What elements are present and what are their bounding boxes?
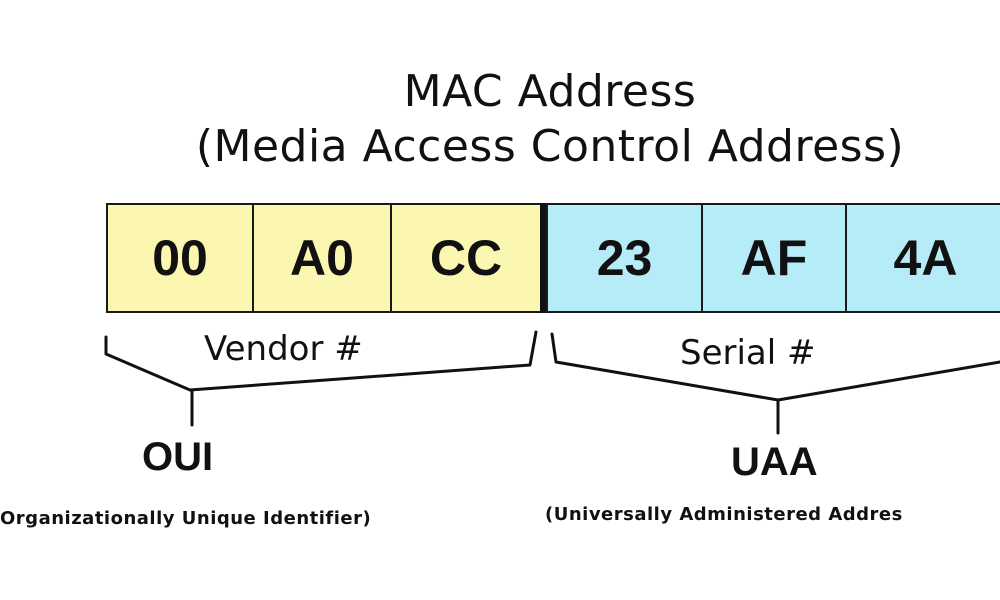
serial-octet-3: 4A (845, 203, 1000, 313)
uaa-acronym: UAA (731, 440, 818, 484)
oui-acronym: OUI (142, 435, 214, 479)
vendor-octet-1: 00 (106, 203, 254, 313)
vendor-serial-divider (540, 203, 548, 313)
serial-bracket (550, 332, 1000, 402)
mac-address-octet-bar: 00 A0 CC 23 AF 4A (106, 203, 1000, 317)
serial-bracket-label: Serial # (680, 333, 816, 373)
uaa-expansion: (Universally Administered Addres (545, 504, 903, 525)
serial-octet-1: 23 (546, 203, 703, 313)
vendor-octet-3: CC (390, 203, 542, 313)
oui-expansion: Organizationally Unique Identifier) (0, 508, 372, 529)
vendor-octet-2: A0 (252, 203, 392, 313)
serial-octet-2: AF (701, 203, 847, 313)
title-line-mac-address: MAC Address (403, 66, 697, 117)
vendor-bracket-label: Vendor # (204, 329, 363, 369)
title-line-expansion: (Media Access Control Address) (195, 121, 905, 172)
vendor-bracket (104, 330, 538, 392)
